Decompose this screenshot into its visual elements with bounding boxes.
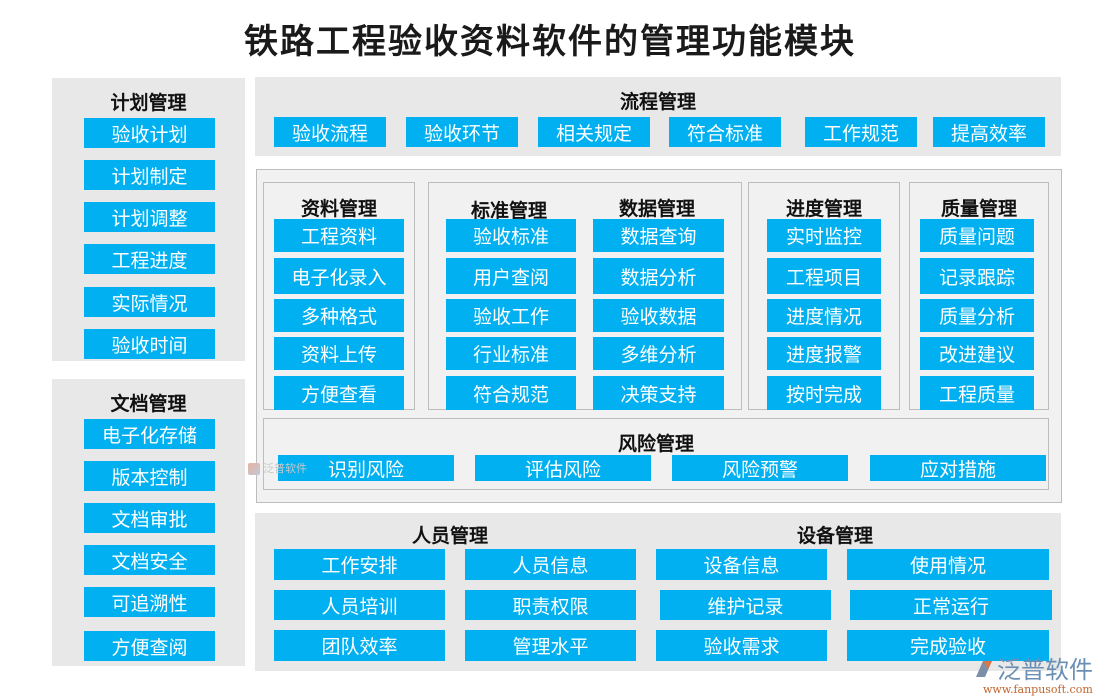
equipment-item[interactable]: 完成验收 bbox=[847, 630, 1049, 661]
process-item[interactable]: 符合标准 bbox=[669, 117, 781, 147]
personnel-heading: 人员管理 bbox=[411, 525, 488, 547]
risk-item[interactable]: 评估风险 bbox=[475, 455, 651, 481]
equipment-item[interactable]: 正常运行 bbox=[850, 590, 1052, 620]
standards-item[interactable]: 用户查阅 bbox=[446, 258, 576, 294]
data-mgmt-item[interactable]: 验收数据 bbox=[593, 299, 724, 332]
data-mgmt-item[interactable]: 数据分析 bbox=[593, 258, 724, 294]
materials-item[interactable]: 资料上传 bbox=[274, 337, 404, 370]
standards-item[interactable]: 验收标准 bbox=[446, 219, 576, 252]
progress-item[interactable]: 进度情况 bbox=[767, 299, 881, 332]
plan-item[interactable]: 计划制定 bbox=[84, 160, 215, 190]
personnel-item[interactable]: 人员培训 bbox=[274, 590, 445, 620]
equipment-item[interactable]: 维护记录 bbox=[660, 590, 831, 620]
risk-heading: 风险管理 bbox=[617, 433, 694, 455]
document-item[interactable]: 文档安全 bbox=[84, 545, 215, 575]
process-item[interactable]: 提高效率 bbox=[933, 117, 1045, 147]
brand-name: 泛普软件 bbox=[997, 656, 1093, 684]
personnel-item[interactable]: 团队效率 bbox=[274, 630, 445, 661]
document-item[interactable]: 电子化存储 bbox=[84, 419, 215, 449]
quality-heading: 质量管理 bbox=[940, 198, 1017, 220]
document-item[interactable]: 文档审批 bbox=[84, 503, 215, 533]
materials-item[interactable]: 方便查看 bbox=[274, 376, 404, 410]
materials-item[interactable]: 多种格式 bbox=[274, 299, 404, 332]
plan-item[interactable]: 工程进度 bbox=[84, 244, 215, 274]
materials-item[interactable]: 工程资料 bbox=[274, 219, 404, 252]
data-mgmt-heading: 数据管理 bbox=[618, 198, 695, 220]
standards-item[interactable]: 符合规范 bbox=[446, 376, 576, 410]
personnel-item[interactable]: 工作安排 bbox=[274, 549, 445, 580]
page-title: 铁路工程验收资料软件的管理功能模块 bbox=[244, 22, 856, 62]
standards-heading: 标准管理 bbox=[470, 200, 547, 222]
document-panel: 文档管理 电子化存储 版本控制 文档审批 文档安全 可追溯性 方便查阅 bbox=[52, 379, 245, 666]
quality-item[interactable]: 改进建议 bbox=[920, 337, 1034, 370]
data-mgmt-item[interactable]: 决策支持 bbox=[593, 376, 724, 410]
progress-heading: 进度管理 bbox=[785, 198, 862, 220]
equipment-item[interactable]: 验收需求 bbox=[656, 630, 827, 661]
personnel-item[interactable]: 人员信息 bbox=[465, 549, 636, 580]
document-item[interactable]: 可追溯性 bbox=[84, 587, 215, 617]
watermark-brand: 泛普软件 www.fanpusoft.com bbox=[973, 650, 1098, 696]
equipment-item[interactable]: 使用情况 bbox=[847, 549, 1049, 580]
standards-data-box: 标准管理 数据管理 验收标准 用户查阅 验收工作 行业标准 符合规范 数据查询 … bbox=[428, 182, 742, 410]
quality-box: 质量管理 质量问题 记录跟踪 质量分析 改进建议 工程质量 bbox=[909, 182, 1049, 410]
equipment-heading: 设备管理 bbox=[796, 525, 873, 547]
equipment-item[interactable]: 设备信息 bbox=[656, 549, 827, 580]
materials-heading: 资料管理 bbox=[300, 198, 377, 220]
watermark-small: 泛普软件 bbox=[248, 460, 307, 476]
risk-item[interactable]: 风险预警 bbox=[672, 455, 848, 481]
plan-item[interactable]: 验收计划 bbox=[84, 118, 215, 148]
data-mgmt-item[interactable]: 数据查询 bbox=[593, 219, 724, 252]
personnel-item[interactable]: 管理水平 bbox=[465, 630, 636, 661]
quality-item[interactable]: 工程质量 bbox=[920, 376, 1034, 410]
standards-item[interactable]: 行业标准 bbox=[446, 337, 576, 370]
quality-item[interactable]: 质量分析 bbox=[920, 299, 1034, 332]
standards-item[interactable]: 验收工作 bbox=[446, 299, 576, 332]
progress-item[interactable]: 进度报警 bbox=[767, 337, 881, 370]
personnel-item[interactable]: 职责权限 bbox=[465, 590, 636, 620]
risk-box: 风险管理 识别风险 评估风险 风险预警 应对措施 bbox=[263, 418, 1049, 490]
process-item[interactable]: 工作规范 bbox=[805, 117, 917, 147]
materials-item[interactable]: 电子化录入 bbox=[274, 258, 404, 294]
materials-box: 资料管理 工程资料 电子化录入 多种格式 资料上传 方便查看 bbox=[263, 182, 415, 410]
process-item[interactable]: 验收流程 bbox=[274, 117, 386, 147]
plan-heading: 计划管理 bbox=[110, 92, 187, 114]
plan-item[interactable]: 实际情况 bbox=[84, 287, 215, 317]
risk-item[interactable]: 应对措施 bbox=[870, 455, 1046, 481]
plan-item[interactable]: 验收时间 bbox=[84, 329, 215, 359]
document-item[interactable]: 方便查阅 bbox=[84, 631, 215, 661]
data-mgmt-item[interactable]: 多维分析 bbox=[593, 337, 724, 370]
quality-item[interactable]: 质量问题 bbox=[920, 219, 1034, 252]
brand-logo-icon bbox=[976, 660, 992, 677]
process-item[interactable]: 相关规定 bbox=[538, 117, 650, 147]
risk-item[interactable]: 识别风险 bbox=[278, 455, 454, 481]
quality-item[interactable]: 记录跟踪 bbox=[920, 258, 1034, 294]
progress-item[interactable]: 工程项目 bbox=[767, 258, 881, 294]
progress-item[interactable]: 按时完成 bbox=[767, 376, 881, 410]
brand-logo-icon bbox=[248, 463, 260, 475]
progress-item[interactable]: 实时监控 bbox=[767, 219, 881, 252]
process-panel: 流程管理 验收流程 验收环节 相关规定 符合标准 工作规范 提高效率 bbox=[255, 77, 1061, 156]
plan-item[interactable]: 计划调整 bbox=[84, 202, 215, 232]
document-heading: 文档管理 bbox=[110, 393, 187, 415]
plan-panel: 计划管理 验收计划 计划制定 计划调整 工程进度 实际情况 验收时间 bbox=[52, 78, 245, 361]
personnel-equipment-panel: 人员管理 设备管理 工作安排 人员信息 设备信息 使用情况 人员培训 职责权限 … bbox=[255, 513, 1061, 671]
process-heading: 流程管理 bbox=[619, 91, 696, 113]
brand-url: www.fanpusoft.com bbox=[983, 683, 1093, 696]
process-item[interactable]: 验收环节 bbox=[406, 117, 518, 147]
progress-box: 进度管理 实时监控 工程项目 进度情况 进度报警 按时完成 bbox=[748, 182, 900, 410]
document-item[interactable]: 版本控制 bbox=[84, 461, 215, 491]
